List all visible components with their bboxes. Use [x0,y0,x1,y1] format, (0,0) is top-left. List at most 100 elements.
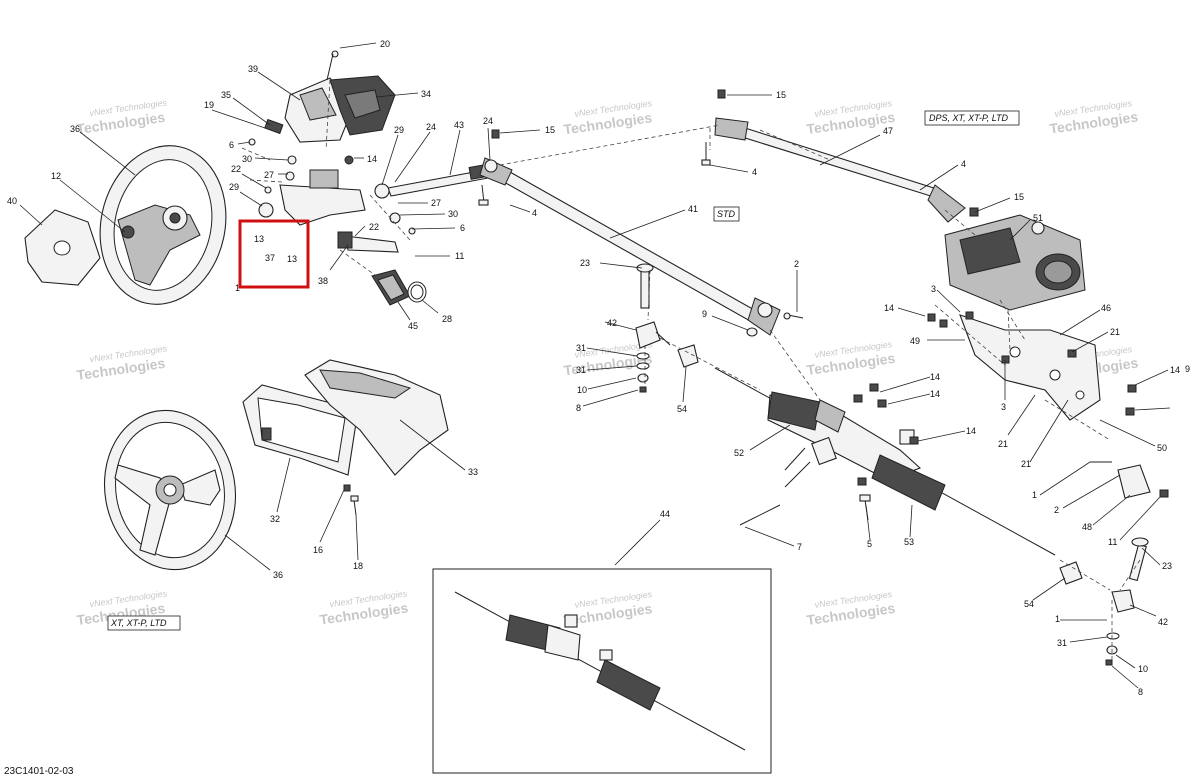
callout: 54 [1024,599,1034,609]
callout: 30 [242,154,252,164]
dps-mounting-bracket [959,314,1101,421]
callout: 34 [421,89,431,99]
callout: 37 [265,253,275,263]
steering-column-lower [337,231,399,253]
callout: 9 [702,309,707,319]
callout: 4 [752,167,757,177]
callout: 9 [1185,364,1190,374]
leader-lines [19,42,1171,689]
assembly-lines [241,79,1141,660]
callout: 42 [607,318,617,328]
tie-rod-end-left [635,263,671,349]
callout: 44 [660,509,670,519]
callout: 21 [1021,459,1031,469]
callout: 36 [70,124,80,134]
callouts: 20 39 34 35 19 36 6 30 27 29 14 24 43 24… [7,39,1190,697]
callout: 10 [577,385,587,395]
callout: 24 [426,122,436,132]
callout: 31 [576,343,586,353]
callout: 13 [287,254,297,264]
callout: 52 [734,448,744,458]
callout: 7 [797,542,802,552]
shaft-bolts [478,89,979,217]
watermark: vNext Technologies Technologies [1048,98,1139,137]
callout: 8 [576,403,581,413]
small-fasteners-upper [248,50,416,235]
dps-side-mount [927,311,1169,499]
callout: 21 [998,439,1008,449]
callout: 36 [273,570,283,580]
callout: 50 [1157,443,1167,453]
rack-bolts [739,312,919,526]
svg-text:DPS, XT, XT-P, LTD: DPS, XT, XT-P, LTD [929,113,1009,123]
callout: 40 [7,196,17,206]
callout: 49 [910,336,920,346]
callout: 29 [394,125,404,135]
callout: 6 [460,223,465,233]
callout: 32 [270,514,280,524]
callout: 14 [367,154,377,164]
screws-lower [343,484,359,516]
variant-label-dps: DPS, XT, XT-P, LTD [924,110,1020,126]
highlight-box [238,219,310,289]
callout: 5 [867,539,872,549]
callout: 14 [930,372,940,382]
callout: 14 [930,389,940,399]
callout: 15 [776,90,786,100]
callout: 13 [254,234,264,244]
callout: 15 [545,125,555,135]
callout: 23 [1162,561,1172,571]
intermediate-shaft-dps [714,117,966,223]
callout: 35 [221,90,231,100]
callout: 11 [455,251,464,261]
watermark: vNext Technologies Technologies [562,98,653,138]
washers-left [636,352,650,393]
callout: 1 [1055,614,1060,624]
callout: 21 [1110,327,1120,337]
column-boot [371,269,411,306]
callout: 39 [248,64,258,74]
callout: 27 [264,170,274,180]
callout: 31 [1057,638,1067,648]
callout: 20 [380,39,390,49]
callout: 14 [1170,365,1180,375]
callout: 22 [369,222,379,232]
callout: 12 [51,171,61,181]
callout: 1 [235,283,240,293]
intermediate-shaft-std [479,157,781,336]
callout: 3 [1001,402,1006,412]
callout: 47 [883,126,893,136]
svg-text:STD: STD [717,209,736,219]
drawing-code: 23C1401-02-03 [4,766,74,777]
callout: 53 [904,537,914,547]
callout: 8 [1138,687,1143,697]
inset-rack [454,591,746,751]
callout: 51 [1033,213,1043,223]
power-steering-unit [944,214,1086,311]
watermark: vNext Technologies Technologies [319,588,410,627]
watermark: vNext Technologies Technologies [806,589,897,628]
callout: 14 [966,426,976,436]
callout: 4 [532,208,537,218]
callout: 22 [231,164,241,174]
callout: 3 [931,284,936,294]
callout: 45 [408,321,418,331]
svg-text:XT, XT-P, LTD: XT, XT-P, LTD [110,618,167,628]
callout: 28 [442,314,452,324]
callout: 29 [229,182,239,192]
spacer-54-left [677,344,699,368]
callout: 23 [580,258,590,268]
watermark: vNext Technologies Technologies [76,343,169,383]
callout: 31 [576,365,586,375]
callout: 48 [1082,522,1092,532]
column-cover-lower [304,359,449,476]
callout: 30 [448,209,458,219]
callout: 2 [794,259,799,269]
column-support-bracket [279,169,366,226]
steering-wheel-xt [103,409,237,571]
callout: 41 [688,204,698,214]
boot-clamp-ring [407,281,427,303]
dash-panel [242,384,359,476]
callout: 6 [229,140,234,150]
